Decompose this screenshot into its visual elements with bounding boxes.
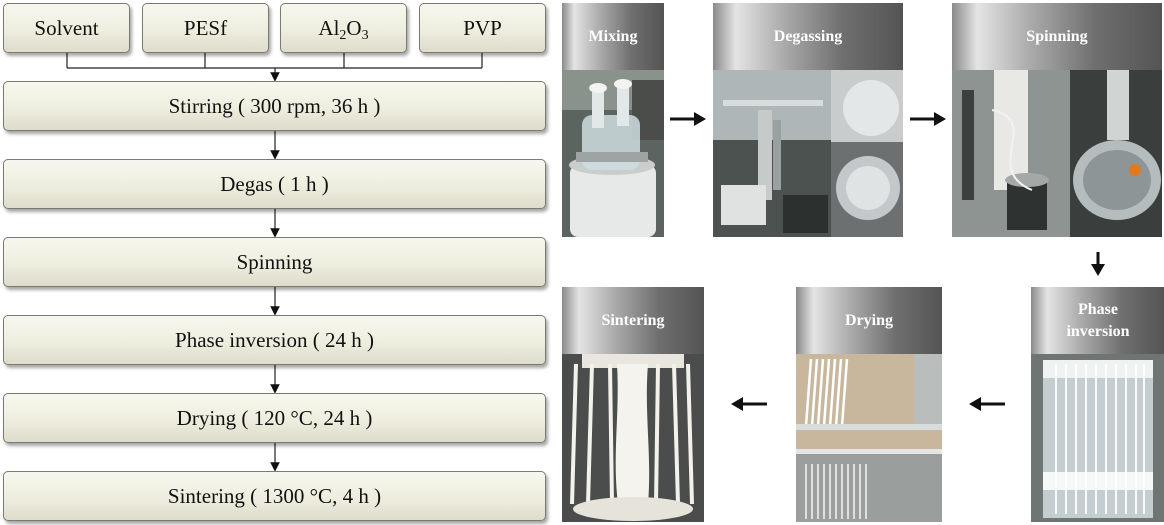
- step-degas-label: Degas ( 1 h ): [220, 171, 329, 196]
- input-pesf-box: PESf: [142, 3, 269, 53]
- input-pvp-label: PVP: [463, 15, 502, 40]
- arrow-mixing-to-degassing: [670, 112, 706, 126]
- step-spinning-label: Spinning: [236, 249, 313, 274]
- photo-title-drying: Drying: [796, 287, 942, 354]
- arrow-degassing-to-spinning: [910, 112, 946, 126]
- arrow-spinning-to-phase-inversion: [1091, 252, 1105, 276]
- photo-panel-spinning: Spinning: [952, 3, 1162, 237]
- photo-panel-mixing: Mixing: [562, 3, 664, 237]
- input-alumina-box: Al2O3: [280, 3, 407, 53]
- step-stirring-label: Stirring ( 300 rpm, 36 h ): [168, 93, 381, 118]
- mixing-photo: [562, 70, 664, 237]
- step-phase-inversion-box: Phase inversion ( 24 h ): [3, 315, 546, 365]
- input-pesf-label: PESf: [183, 15, 228, 40]
- step-stirring-box: Stirring ( 300 rpm, 36 h ): [3, 81, 546, 131]
- phase-inversion-photo: [1031, 354, 1164, 522]
- step-sintering-label: Sintering ( 1300 °C, 4 h ): [167, 483, 382, 508]
- photo-title-degassing: Degassing: [713, 3, 903, 70]
- input-pvp-box: PVP: [419, 3, 546, 53]
- photo-title-spinning: Spinning: [952, 3, 1162, 70]
- photo-panel-degassing: Degassing: [713, 3, 903, 237]
- photo-panel-drying: Drying: [796, 287, 942, 522]
- photo-title-sintering: Sintering: [562, 287, 704, 354]
- drying-photo: [796, 354, 942, 522]
- step-drying-box: Drying ( 120 °C, 24 h ): [3, 393, 546, 443]
- sintering-photo: [562, 354, 704, 522]
- step-phase-inversion-label: Phase inversion ( 24 h ): [175, 327, 374, 352]
- input-solvent-box: Solvent: [3, 3, 130, 53]
- photo-title-phase-inversion: Phase inversion: [1031, 287, 1164, 354]
- photo-panel-phase-inversion: Phase inversion: [1031, 287, 1164, 522]
- step-drying-label: Drying ( 120 °C, 24 h ): [176, 405, 373, 430]
- arrow-drying-to-sintering: [731, 397, 767, 411]
- input-alumina-label: Al2O3: [318, 15, 369, 43]
- arrow-phase-inversion-to-drying: [969, 397, 1005, 411]
- spinning-photo: [952, 70, 1162, 237]
- input-solvent-label: Solvent: [34, 15, 99, 40]
- step-sintering-box: Sintering ( 1300 °C, 4 h ): [3, 471, 546, 521]
- step-degas-box: Degas ( 1 h ): [3, 159, 546, 209]
- photo-title-mixing: Mixing: [562, 3, 664, 70]
- photo-panel-sintering: Sintering: [562, 287, 704, 522]
- step-spinning-box: Spinning: [3, 237, 546, 287]
- degassing-photo: [713, 70, 903, 237]
